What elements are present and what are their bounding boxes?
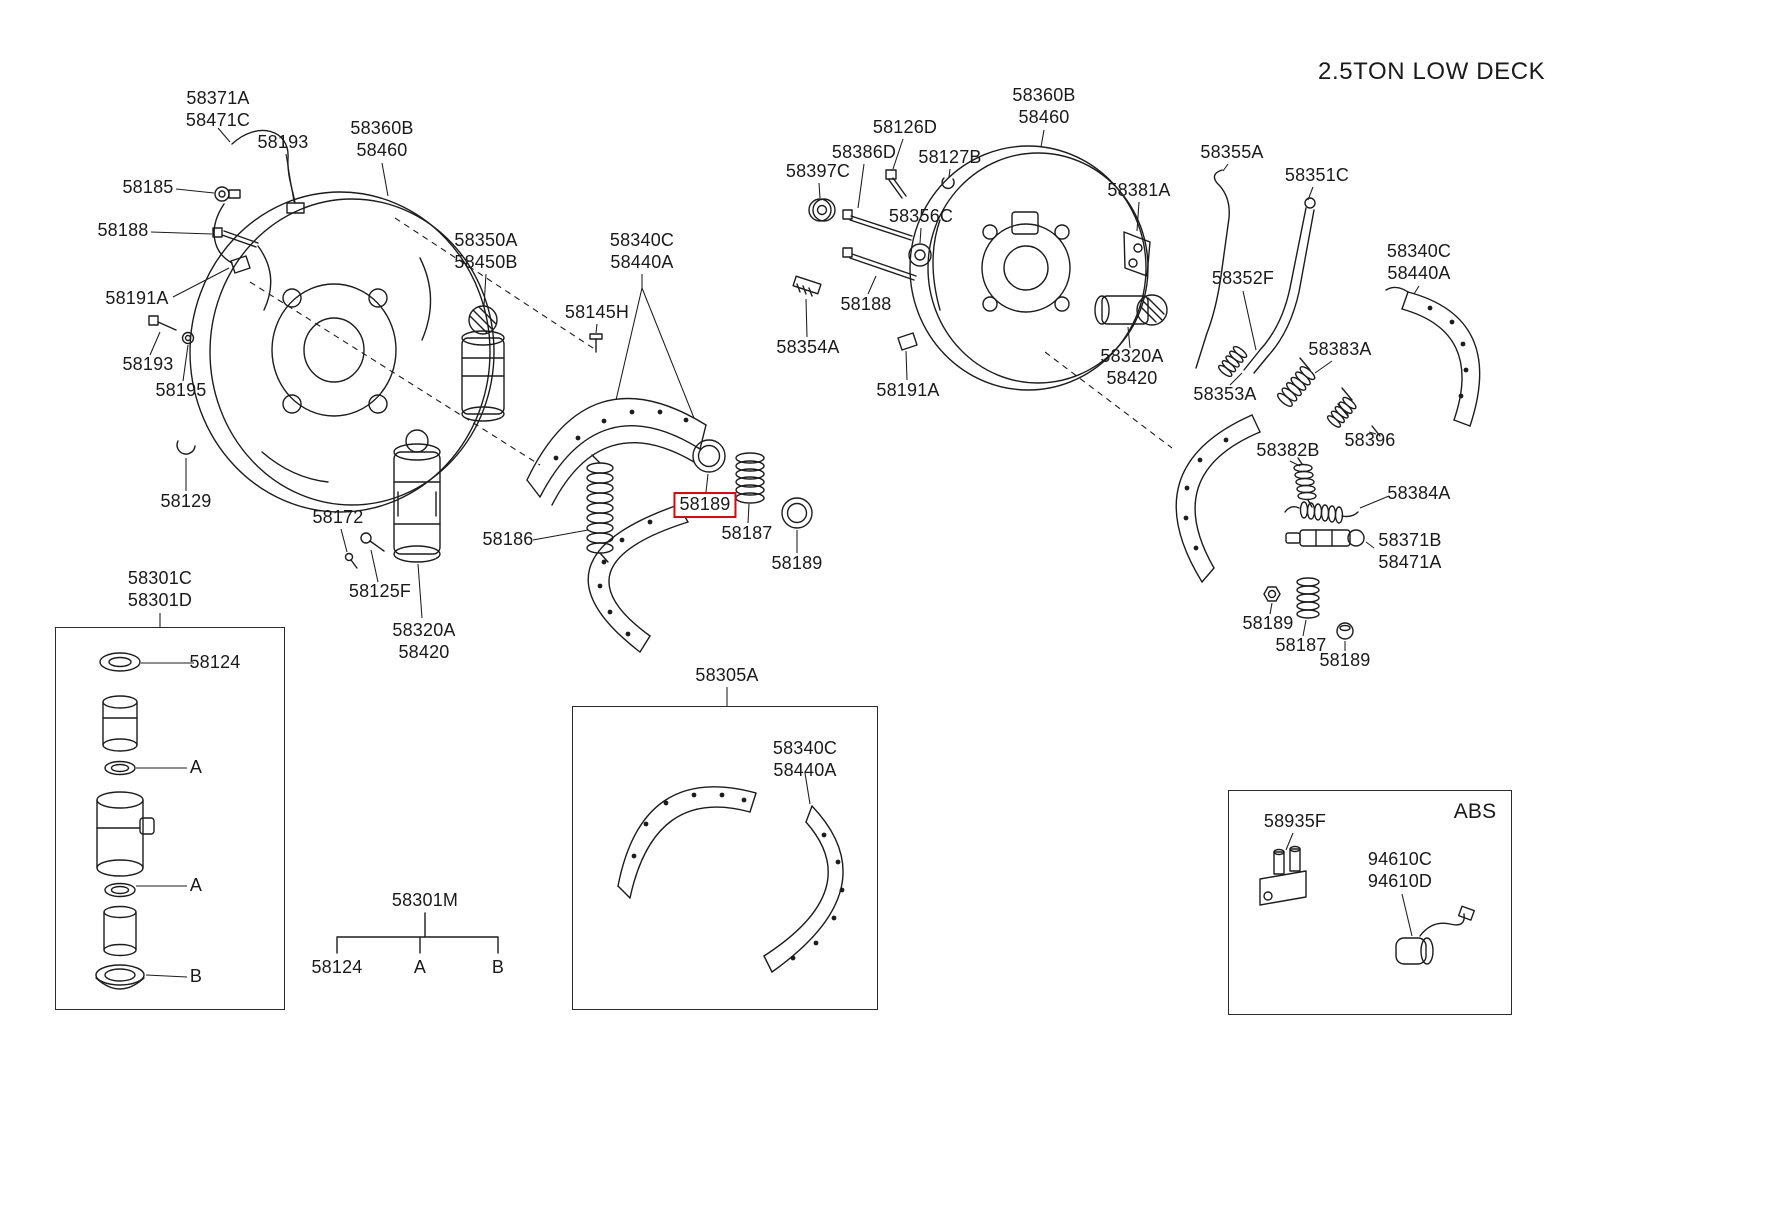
label-58195[interactable]: 58195 [155, 380, 207, 401]
label-58127B[interactable]: 58127B [918, 147, 982, 168]
label-58145H[interactable]: 58145H [564, 302, 630, 323]
label-58305A[interactable]: 58305A [695, 665, 759, 686]
label-58356C[interactable]: 58356C [888, 206, 954, 227]
label-58125F[interactable]: 58125F [348, 581, 412, 602]
label-58353A[interactable]: 58353A [1193, 384, 1257, 405]
spring-58384A-art [1284, 501, 1359, 524]
label-58188-left[interactable]: 58188 [97, 220, 149, 241]
leader-lines [136, 127, 1420, 978]
diagram-title: 2.5TON LOW DECK [1318, 58, 1546, 85]
label-58301M[interactable]: 58301M [391, 890, 459, 911]
label-B-kit: B [189, 966, 203, 987]
label-58172[interactable]: 58172 [312, 507, 364, 528]
label-A-tree: A [413, 957, 427, 978]
label-58191A-left[interactable]: 58191A [105, 288, 169, 309]
assembly-axis-lines [249, 217, 1173, 466]
label-ABS: ABS [1453, 800, 1497, 824]
label-58189-right-1[interactable]: 58189 [1242, 613, 1294, 634]
label-58354A[interactable]: 58354A [776, 337, 840, 358]
spring-58187-left-art [735, 452, 765, 504]
label-58384A[interactable]: 58384A [1387, 483, 1451, 504]
lever-58351C-58352F-art [1243, 197, 1316, 374]
brake-shoe-lower-left-art [587, 504, 689, 653]
fasteners-right-art [792, 169, 955, 351]
backing-plate-left-art [189, 191, 495, 513]
wheel-cylinder-rear-right-art [1094, 294, 1168, 326]
bracket-58381A-art [1123, 231, 1151, 277]
label-58189-highlight[interactable]: 58189 [673, 492, 737, 518]
label-58381A[interactable]: 58381A [1107, 180, 1171, 201]
label-A-kit-2: A [189, 875, 203, 896]
cylinder-kit-box-58301 [55, 627, 285, 1010]
adjuster-58371B-art [1285, 529, 1365, 547]
abs-bracket-58935F-art [1259, 845, 1307, 906]
label-58355A[interactable]: 58355A [1200, 142, 1264, 163]
label-58124-kit[interactable]: 58124 [189, 652, 241, 673]
label-58187-right[interactable]: 58187 [1275, 635, 1327, 656]
spring-58383A-art [1276, 357, 1349, 417]
spring-58186-art [586, 454, 614, 563]
abs-box [1228, 790, 1512, 1015]
label-58193-a[interactable]: 58193 [257, 132, 309, 153]
label-58191A-right[interactable]: 58191A [876, 380, 940, 401]
label-B-tree: B [491, 957, 505, 978]
spring-58187-right-art [1296, 577, 1320, 619]
spring-58382B-art [1293, 457, 1317, 508]
label-58187-left[interactable]: 58187 [721, 523, 773, 544]
wheel-cylinder-front-left-art [461, 305, 505, 422]
label-58351C[interactable]: 58351C [1284, 165, 1350, 186]
brake-shoe-right-art [1175, 414, 1261, 583]
washer-58189-lower-art [781, 497, 813, 529]
label-58124-tree[interactable]: 58124 [311, 957, 363, 978]
lever-58355A-art [1195, 169, 1230, 369]
shoe-kit-box-58305A [572, 706, 878, 1010]
screw-58172-art [344, 552, 358, 569]
label-58396[interactable]: 58396 [1344, 430, 1396, 451]
bleeder-screw-58125F-art [360, 532, 385, 552]
brake-shoe-upper-left-art [526, 397, 707, 506]
shoe-kit-right-art [763, 805, 845, 973]
label-58352F[interactable]: 58352F [1211, 268, 1275, 289]
label-58185[interactable]: 58185 [122, 177, 174, 198]
abs-sensor-94610-art [1395, 905, 1475, 965]
label-A-kit-1: A [189, 757, 203, 778]
label-58186[interactable]: 58186 [482, 529, 534, 550]
label-58129[interactable]: 58129 [160, 491, 212, 512]
label-58188-right[interactable]: 58188 [840, 294, 892, 315]
wheel-cylinder-rear-left-art [393, 429, 441, 563]
legend-tree-art [336, 912, 499, 954]
label-58383A[interactable]: 58383A [1308, 339, 1372, 360]
label-58193-b[interactable]: 58193 [122, 354, 174, 375]
label-58386D[interactable]: 58386D [831, 142, 897, 163]
nut-58189-right-art [1263, 586, 1281, 602]
label-58382B[interactable]: 58382B [1256, 440, 1320, 461]
label-58397C[interactable]: 58397C [785, 161, 851, 182]
cap-58189-right-art [1336, 622, 1354, 640]
bolt-58145H-art [589, 333, 603, 353]
label-58189-right-2[interactable]: 58189 [1319, 650, 1371, 671]
spring-58353A-art [1217, 345, 1248, 378]
spring-58396-art [1326, 387, 1381, 437]
label-58189-left[interactable]: 58189 [771, 553, 823, 574]
label-58126D[interactable]: 58126D [872, 117, 938, 138]
backing-plate-right-art [909, 145, 1149, 391]
shoe-kit-left-art [617, 786, 757, 899]
brake-shoe-far-right-art [1385, 286, 1481, 427]
label-58935F[interactable]: 58935F [1263, 811, 1327, 832]
cylinder-kit-art [95, 652, 155, 990]
washer-58189-center-art [692, 439, 726, 473]
